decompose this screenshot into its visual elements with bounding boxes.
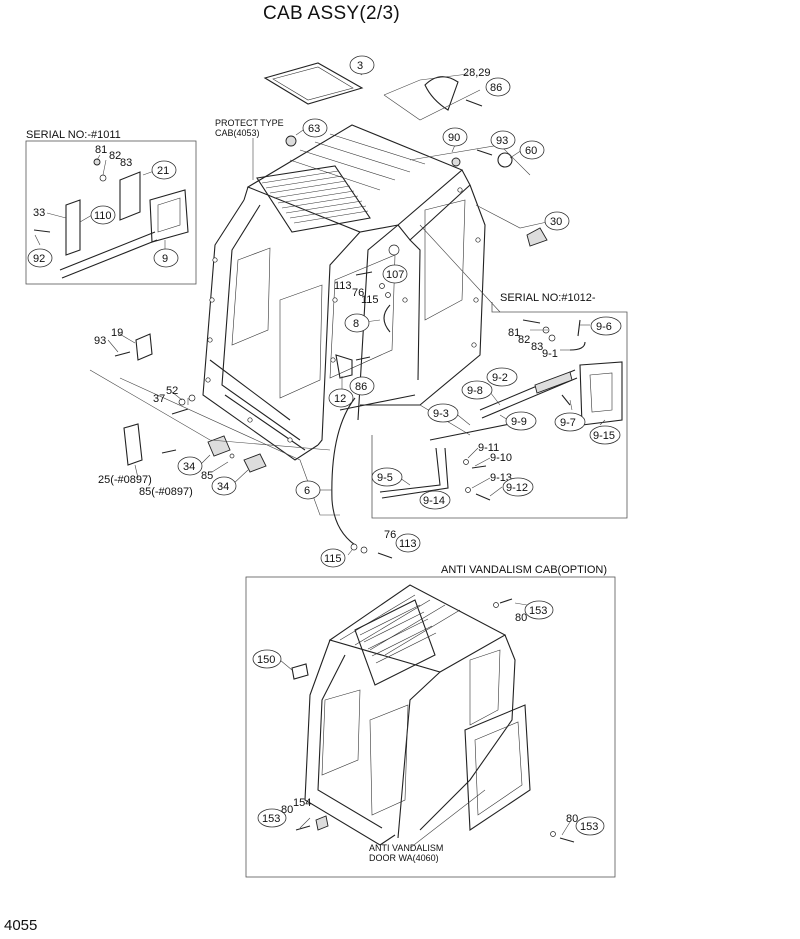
lower-left-parts [114, 333, 267, 473]
callout-9-11: 9-11 [478, 442, 499, 454]
serial-left-parts [33, 158, 189, 279]
callout-9-12: 9-12 [506, 482, 528, 494]
anti-vandalism-box [245, 576, 616, 878]
callout-107: 107 [386, 269, 404, 281]
serial-right-label: SERIAL NO:#1012- [500, 292, 596, 304]
serial-left-label: SERIAL NO:-#1011 [26, 129, 121, 141]
callout-80-top: 80 [515, 612, 527, 624]
protect-grill [256, 165, 371, 233]
callout-9-9: 9-9 [511, 416, 527, 428]
callout-86-top: 86 [490, 82, 502, 94]
callout-9-6: 9-6 [596, 321, 612, 333]
callout-83-right: 83 [531, 341, 543, 353]
callout-86-center: 86 [355, 381, 367, 393]
callout-34-b: 34 [217, 481, 229, 493]
callout-154: 154 [293, 797, 311, 809]
callout-153-right: 153 [580, 821, 598, 833]
bracket-28-29 [424, 76, 459, 111]
callout-85: 85 [201, 470, 213, 482]
callout-82-right: 82 [518, 334, 530, 346]
roof-window-part [263, 62, 364, 105]
callout-28-29: 28,29 [463, 67, 491, 79]
callout-76-bottom: 76 [384, 529, 396, 541]
callout-115-bottom: 115 [324, 553, 342, 565]
callout-25: 25(-#0897) [98, 474, 152, 486]
anti-door-label-2: DOOR WA(4060) [369, 853, 439, 863]
serial-left-box [25, 140, 197, 285]
center-parts [331, 244, 400, 559]
callout-110: 110 [94, 210, 112, 222]
anti-vandalism-cab [291, 584, 575, 846]
part-60 [497, 152, 513, 168]
callout-9-7: 9-7 [560, 417, 576, 429]
callout-34-a: 34 [183, 461, 195, 473]
page-number: 4055 [4, 917, 38, 934]
callout-92: 92 [33, 253, 45, 265]
callout-83-left: 83 [120, 157, 132, 169]
callout-33: 33 [33, 207, 45, 219]
callout-82-left: 82 [109, 150, 121, 162]
callout-150: 150 [257, 654, 275, 666]
callout-9-5: 9-5 [377, 472, 393, 484]
callout-3: 3 [357, 60, 363, 72]
callout-81-right: 81 [508, 327, 520, 339]
part-63 [285, 135, 297, 147]
serial-right-box [371, 302, 628, 519]
callout-9-1: 9-1 [542, 348, 558, 360]
callout-19: 19 [111, 327, 123, 339]
callout-6: 6 [304, 485, 310, 497]
callout-9-3: 9-3 [433, 408, 449, 420]
callout-93-left: 93 [94, 335, 106, 347]
callout-9-10: 9-10 [490, 452, 512, 464]
callout-63: 63 [308, 123, 320, 135]
anti-vandalism-label: ANTI VANDALISM CAB(OPTION) [441, 564, 607, 576]
callout-9-8: 9-8 [467, 385, 483, 397]
callout-113-bottom: 113 [399, 538, 417, 550]
callout-60: 60 [525, 145, 537, 157]
protect-type-label-2: CAB(4053) [215, 128, 260, 138]
callout-37: 37 [153, 393, 165, 405]
callout-113-center: 113 [334, 280, 352, 292]
callout-153-left: 153 [262, 813, 280, 825]
part-30 [526, 227, 548, 247]
callout-80-right: 80 [566, 813, 578, 825]
callout-52: 52 [166, 385, 178, 397]
callout-8: 8 [353, 318, 359, 330]
callout-90: 90 [448, 132, 460, 144]
callout-76-center: 76 [352, 287, 364, 299]
rod-6 [331, 397, 356, 546]
anti-door-label-1: ANTI VANDALISM [369, 843, 443, 853]
callout-80-left: 80 [281, 804, 293, 816]
serial-right-parts [379, 319, 623, 501]
protect-type-label-1: PROTECT TYPE [215, 118, 284, 128]
bolt-93 [476, 149, 493, 156]
callout-30: 30 [550, 216, 562, 228]
callout-81-left: 81 [95, 144, 107, 156]
page-title: CAB ASSY(2/3) [263, 3, 400, 24]
callout-9-2: 9-2 [492, 372, 508, 384]
callout-9-14: 9-14 [423, 495, 445, 507]
callout-9: 9 [162, 253, 168, 265]
callout-9-15: 9-15 [593, 430, 615, 442]
bolt-86-top [465, 99, 483, 107]
callout-93-top: 93 [496, 135, 508, 147]
callout-115-center: 115 [361, 294, 379, 306]
callout-153-top: 153 [529, 605, 547, 617]
callouts: 3 28,29 86 63 90 93 60 30 81 82 83 21 33… [27, 55, 622, 836]
callout-21: 21 [157, 165, 169, 177]
part-90 [451, 157, 461, 167]
anti-door [464, 704, 531, 831]
callout-85-serial: 85(-#0897) [139, 486, 193, 498]
main-cab-frame [202, 124, 486, 461]
callout-12: 12 [334, 393, 346, 405]
